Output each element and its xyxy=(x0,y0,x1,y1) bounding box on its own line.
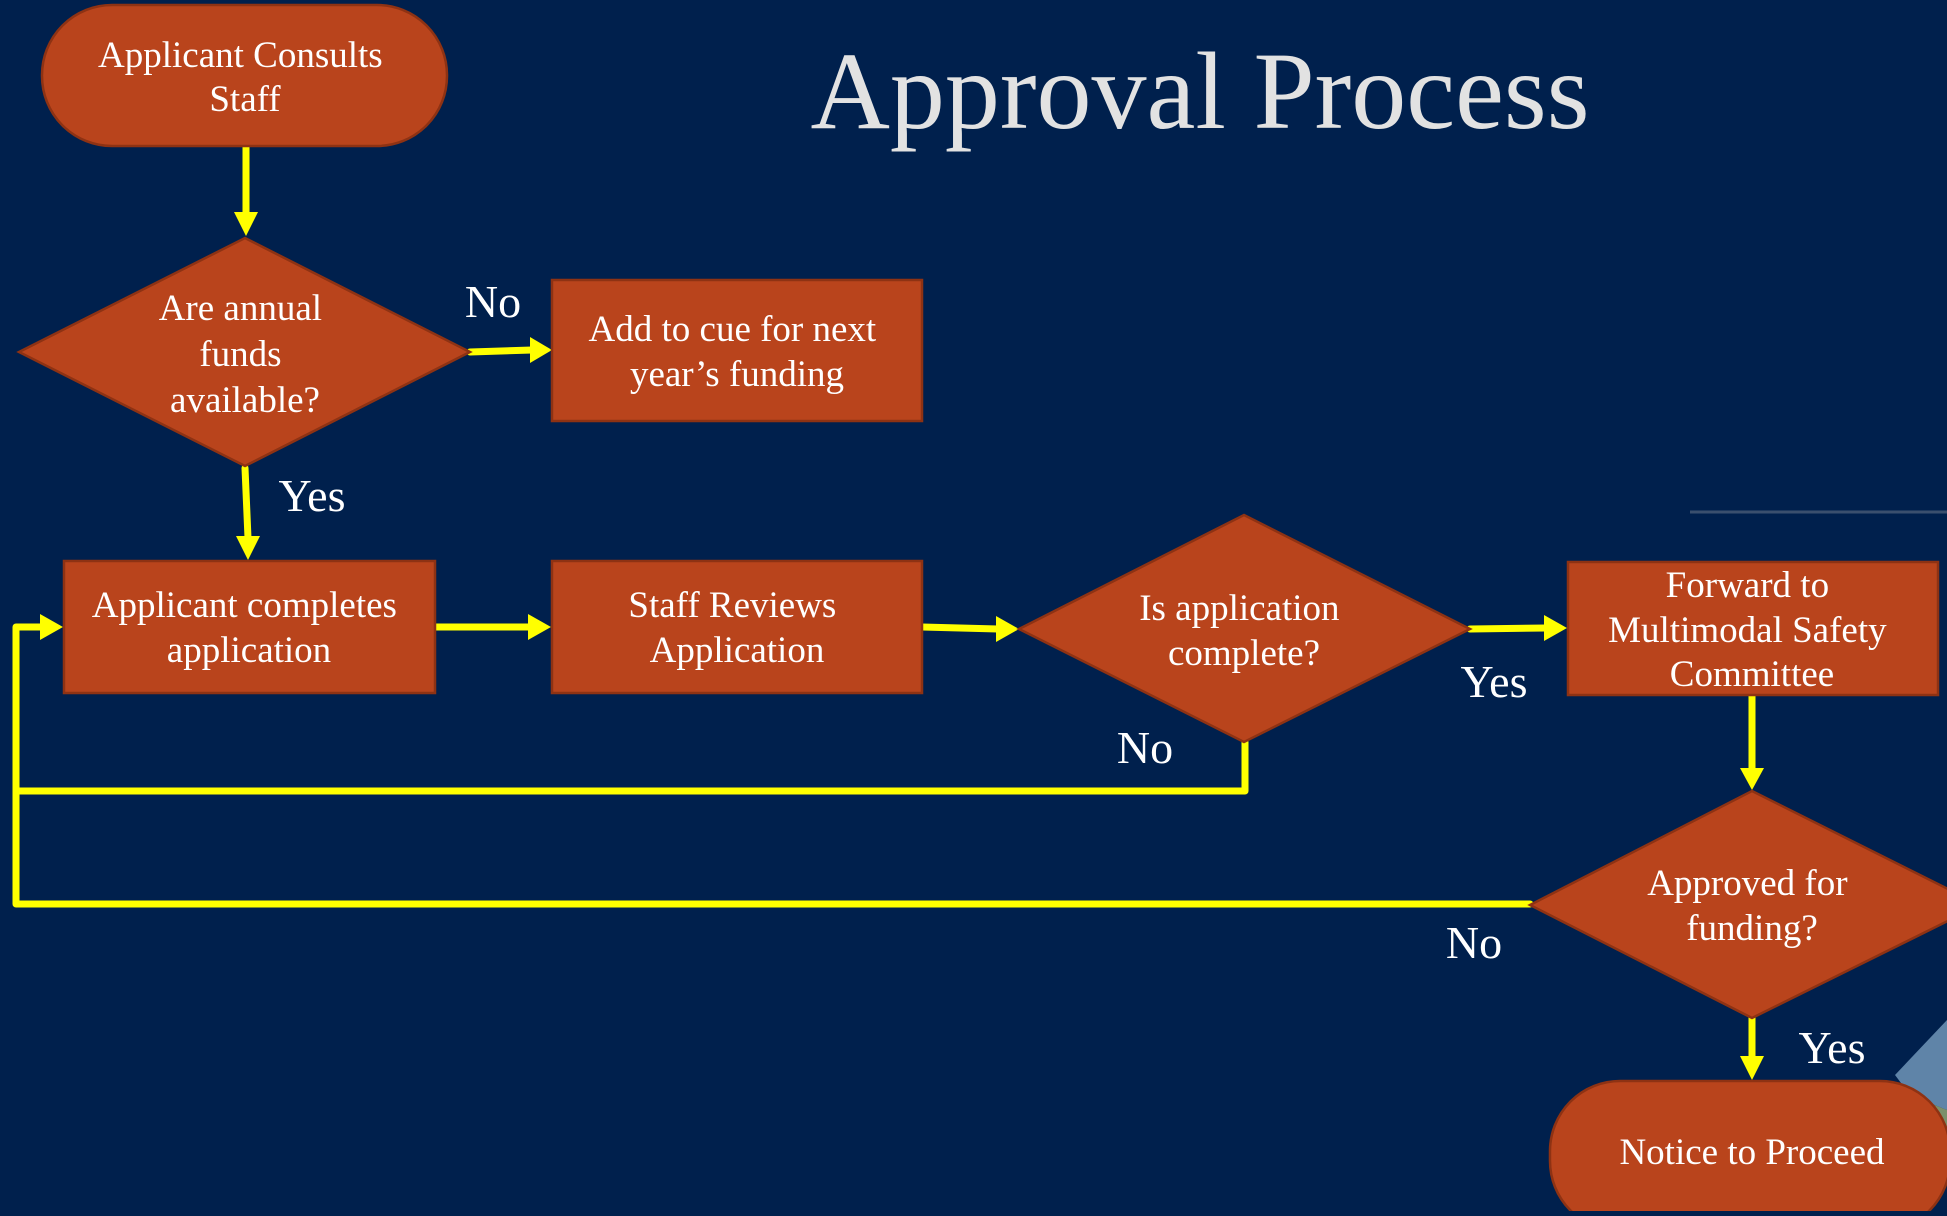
decision-approved-for-funding: Approved for funding? xyxy=(1527,789,1947,1020)
edge-label-complete-no: No xyxy=(1117,722,1173,773)
node-forward-line-2: Multimodal Safety xyxy=(1608,610,1887,651)
decision-application-complete: Is application complete? xyxy=(1016,513,1473,744)
arrow-decision-to-forward xyxy=(1466,615,1567,641)
svg-text:Add to cue for next year: Add to cue for next year’s funding xyxy=(589,309,886,395)
decision-complete-line-1: Is application xyxy=(1139,588,1339,629)
edge-label-complete-yes: Yes xyxy=(1461,656,1528,707)
svg-text:Are annual funds a: Are annual funds available? xyxy=(159,288,332,421)
node-forward-line-1: Forward to xyxy=(1666,565,1829,606)
svg-text:Notice to Proceed: Notice to Proceed xyxy=(1619,1132,1885,1173)
arrow-consult-to-funds xyxy=(234,142,258,236)
node-applicant-completes-application: Applicant completes application xyxy=(62,559,437,695)
decision-funds-available: Are annual funds available? xyxy=(16,236,473,468)
decision-funds-line-1: Are annual xyxy=(159,288,322,329)
node-staff-reviews-application: Staff Reviews Application xyxy=(550,559,924,695)
svg-text:Approved for funding?: Approved for funding? xyxy=(1647,863,1857,949)
arrow-review-to-decision xyxy=(918,616,1019,642)
arrow-funds-to-queue xyxy=(466,337,552,363)
svg-text:Forward to Multimodal Sa: Forward to Multimodal Safety Committee xyxy=(1608,565,1896,695)
node-forward-line-3: Committee xyxy=(1670,654,1834,695)
svg-text:Is application complete?: Is application complete? xyxy=(1139,588,1349,674)
arrow-rejected-loop xyxy=(12,614,1534,908)
arrow-approval-to-notice xyxy=(1740,1014,1764,1080)
node-notice-line-1: Notice to Proceed xyxy=(1619,1132,1885,1173)
node-notice-to-proceed: Notice to Proceed xyxy=(1548,1079,1947,1216)
node-queue-line-2: year’s funding xyxy=(630,354,844,395)
node-review-line-1: Staff Reviews xyxy=(628,585,836,626)
svg-text:Applicant completes appl: Applicant completes application xyxy=(92,585,406,671)
slide-title: Approval Process xyxy=(810,30,1589,152)
edge-label-funds-yes: Yes xyxy=(279,470,346,521)
node-consult-line-1: Applicant Consults xyxy=(98,35,383,76)
arrow-forward-to-approval xyxy=(1740,691,1764,790)
node-add-to-queue: Add to cue for next year’s funding xyxy=(550,278,924,423)
svg-text:Applicant Consults Staff: Applicant Consults Staff xyxy=(98,35,392,120)
decision-funds-line-2: funds xyxy=(199,334,281,375)
edge-label-approved-no: No xyxy=(1446,917,1502,968)
node-review-line-2: Application xyxy=(650,630,825,671)
decision-approved-line-2: funding? xyxy=(1686,908,1818,949)
decision-funds-line-3: available? xyxy=(170,380,320,421)
connectors xyxy=(12,142,1764,1080)
arrow-application-to-review xyxy=(431,614,551,640)
edge-label-approved-yes: Yes xyxy=(1799,1022,1866,1073)
node-complete-app-line-2: application xyxy=(167,630,331,671)
decision-approved-line-1: Approved for xyxy=(1647,863,1847,904)
decision-complete-line-2: complete? xyxy=(1168,633,1320,674)
node-queue-line-1: Add to cue for next xyxy=(589,309,877,350)
node-complete-app-line-1: Applicant completes xyxy=(92,585,397,626)
arrow-funds-to-application xyxy=(236,464,260,560)
svg-text:Staff Reviews Applicatio: Staff Reviews Application xyxy=(628,585,845,671)
edge-label-funds-no: No xyxy=(465,276,521,327)
node-applicant-consults-staff: Applicant Consults Staff xyxy=(40,3,449,148)
node-forward-to-committee: Forward to Multimodal Safety Committee xyxy=(1566,560,1940,697)
node-consult-line-2: Staff xyxy=(209,79,281,120)
arrow-incomplete-loop xyxy=(12,738,1249,795)
